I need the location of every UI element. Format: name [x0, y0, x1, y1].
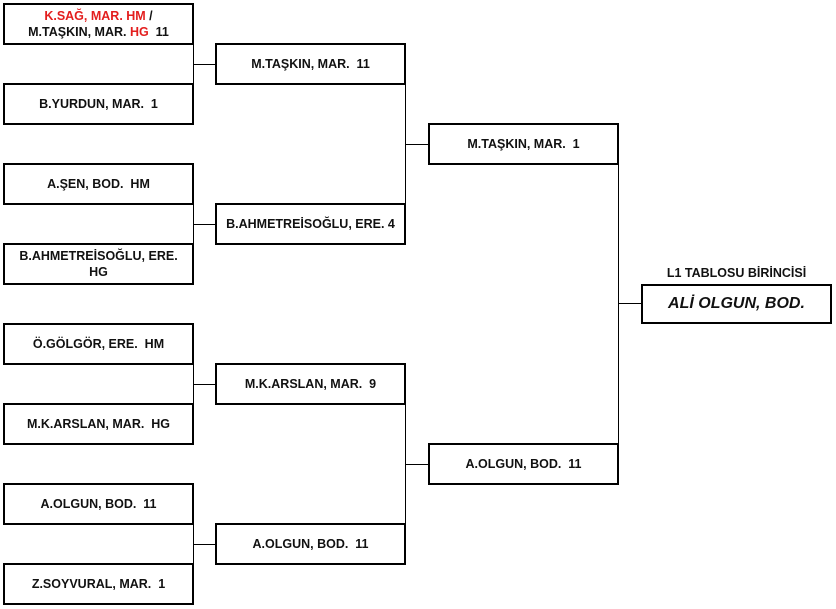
connector: [405, 144, 428, 145]
r1-match-3: A.ŞEN, BOD. HM: [3, 163, 194, 205]
r1-match-6: M.K.ARSLAN, MAR. HG: [3, 403, 194, 445]
r1-match-5: Ö.GÖLGÖR, ERE. HM: [3, 323, 194, 365]
connector: [405, 464, 428, 465]
winner-title: L1 TABLOSU BİRİNCİSİ: [666, 266, 807, 280]
r1-match-8: Z.SOYVURAL, MAR. 1: [3, 563, 194, 605]
r1-match-2: B.YURDUN, MAR. 1: [3, 83, 194, 125]
r2-match-2: B.AHMETREİSOĞLU, ERE. 4: [215, 203, 406, 245]
r1-match-4: B.AHMETREİSOĞLU, ERE. HG: [3, 243, 194, 285]
r2-match-1: M.TAŞKIN, MAR. 11: [215, 43, 406, 85]
winner-box: ALİ OLGUN, BOD.: [641, 284, 832, 324]
connector: [618, 303, 641, 304]
connector: [193, 224, 215, 225]
connector: [193, 544, 215, 545]
r1-match-7: A.OLGUN, BOD. 11: [3, 483, 194, 525]
r1-match-1: K.SAĞ, MAR. HM / M.TAŞKIN, MAR. HG 11: [3, 3, 194, 45]
connector: [618, 164, 619, 444]
r2-match-3: M.K.ARSLAN, MAR. 9: [215, 363, 406, 405]
r3-match-2: A.OLGUN, BOD. 11: [428, 443, 619, 485]
r2-match-4: A.OLGUN, BOD. 11: [215, 523, 406, 565]
r3-match-1: M.TAŞKIN, MAR. 1: [428, 123, 619, 165]
connector: [193, 64, 215, 65]
r1-match-1-text: K.SAĞ, MAR. HM / M.TAŞKIN, MAR. HG 11: [28, 9, 169, 39]
connector: [193, 384, 215, 385]
